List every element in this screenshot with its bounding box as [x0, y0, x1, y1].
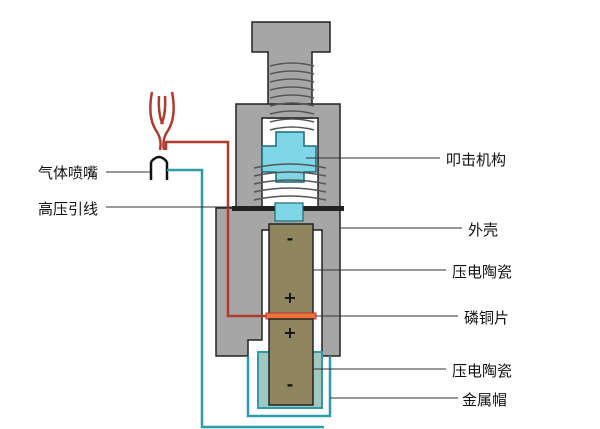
high-voltage-lead-wire — [164, 140, 266, 318]
spring-lower — [253, 163, 327, 201]
ground-return-wire — [167, 168, 324, 429]
gas-nozzle-tube — [149, 155, 169, 180]
metal-cap-outline — [246, 356, 332, 418]
label-piezo-ceramic-bottom: 压电陶瓷 — [452, 362, 513, 380]
label-high-voltage-lead: 高压引线 — [38, 200, 99, 218]
striker-mechanism — [261, 131, 317, 183]
label-shell: 外壳 — [468, 221, 499, 239]
polarity-plus-top: + — [283, 288, 296, 307]
label-phosphor-bronze: 磷铜片 — [464, 309, 510, 327]
polarity-minus-top: - — [287, 229, 294, 248]
label-gas-nozzle: 气体喷嘴 — [38, 164, 99, 182]
phosphor-bronze-sheet — [265, 312, 317, 320]
anvil-block — [274, 202, 304, 222]
label-striker-mechanism: 叩击机构 — [446, 151, 507, 169]
polarity-minus-bottom: - — [287, 375, 294, 394]
label-piezo-ceramic-top: 压电陶瓷 — [452, 263, 513, 281]
housing-lower-shell — [215, 207, 341, 357]
piezo-ceramic-bottom — [268, 318, 314, 406]
gas-nozzle-electrode — [149, 91, 175, 151]
piezo-ceramic-top — [268, 223, 314, 317]
spring-upper — [269, 62, 315, 131]
label-metal-cap: 金属帽 — [462, 391, 508, 409]
leader-lines — [106, 157, 462, 399]
polarity-plus-bottom: + — [283, 323, 296, 342]
